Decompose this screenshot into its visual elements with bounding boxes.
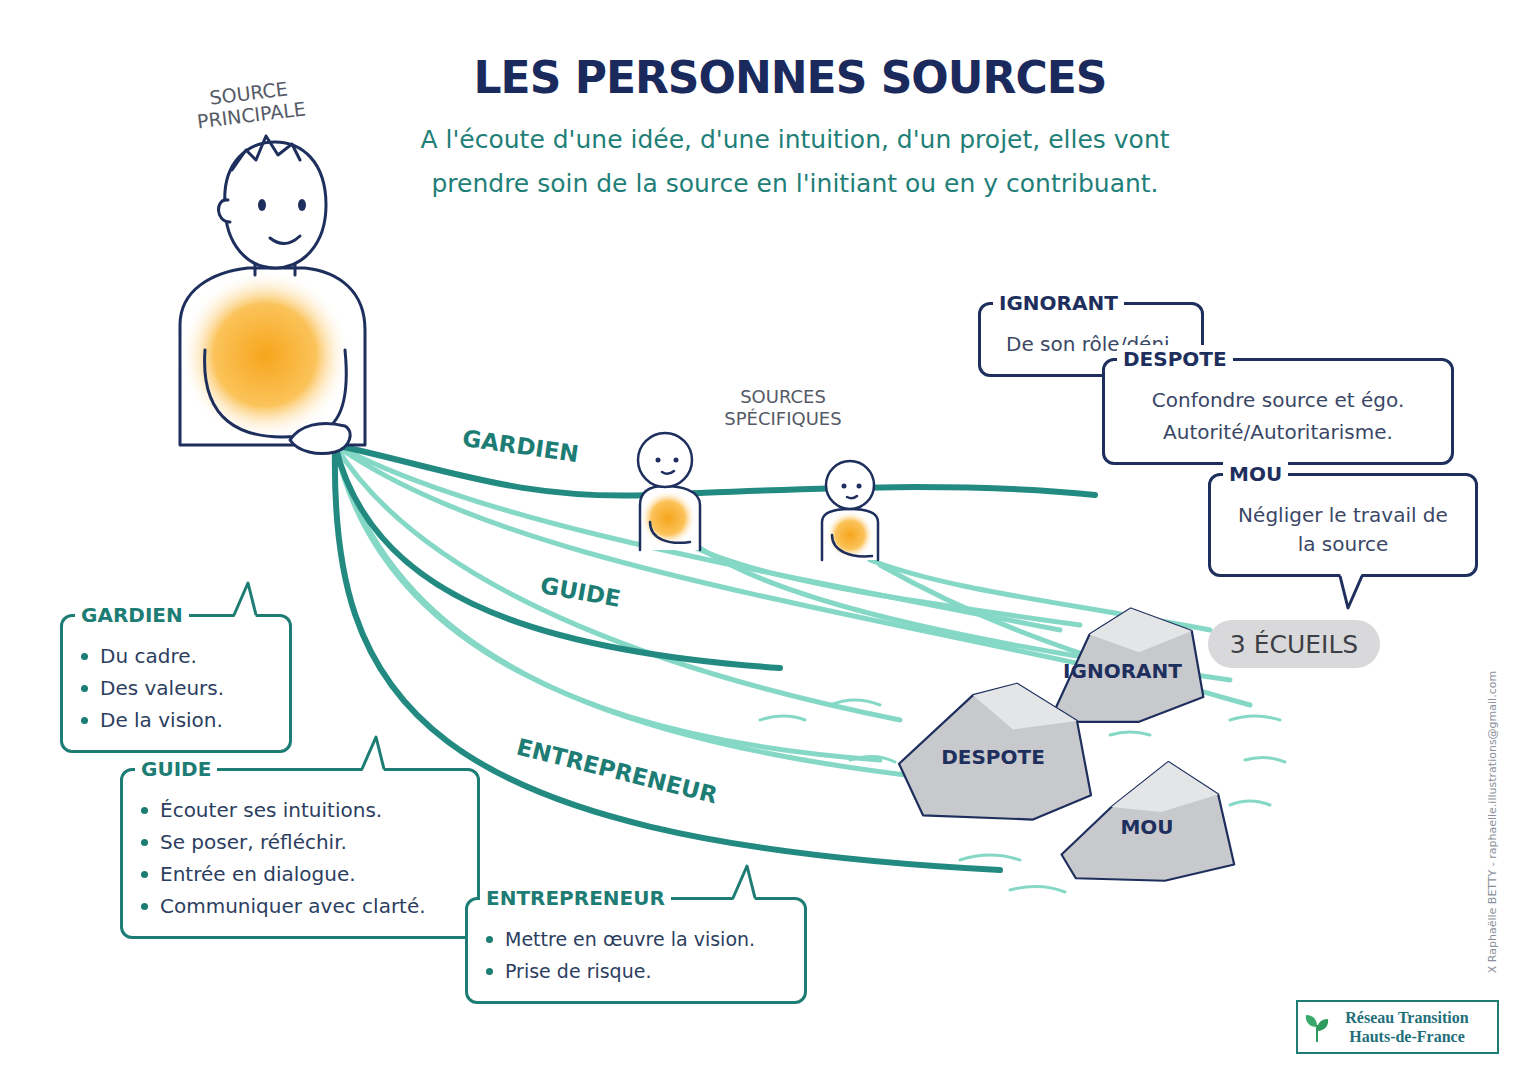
- bullet: [81, 685, 88, 692]
- box-text: Autorité/Autoritarisme.: [1163, 418, 1393, 447]
- callout-tail: [1337, 574, 1367, 610]
- bullet: [141, 903, 148, 910]
- stream-label: GARDIEN: [457, 423, 585, 469]
- box-line: Autorité/Autoritarisme.: [1121, 418, 1435, 447]
- callout-tail: [231, 581, 261, 617]
- box-text: Confondre source et égo.: [1152, 386, 1405, 415]
- rock-shape: MOU: [1058, 757, 1236, 882]
- box-line: Écouter ses intuitions.: [139, 796, 461, 825]
- main-person: [180, 136, 365, 454]
- bullet: [141, 839, 148, 846]
- box-line: Négliger le travail de la source: [1227, 501, 1459, 559]
- subtitle: A l'écoute d'une idée, d'une intuition, …: [395, 118, 1195, 206]
- box-line: Du cadre.: [79, 642, 273, 671]
- box-text: Communiquer avec clarté.: [160, 892, 426, 921]
- box-text: Mettre en œuvre la vision.: [505, 925, 755, 954]
- leaf-icon: [1304, 1013, 1330, 1043]
- box-heading: IGNORANT: [993, 289, 1124, 317]
- callout-box: GUIDEÉcouter ses intuitions.Se poser, ré…: [120, 768, 480, 939]
- box-line: Confondre source et égo.: [1121, 386, 1435, 415]
- box-heading: GUIDE: [135, 755, 217, 783]
- title: LES PERSONNES SOURCES: [380, 52, 1200, 103]
- box-heading: GARDIEN: [75, 601, 189, 629]
- box-text: Du cadre.: [100, 642, 197, 671]
- stream-label: GUIDE: [534, 570, 627, 614]
- logo-text: Réseau Transition Hauts-de-France: [1332, 1008, 1482, 1046]
- water-strands: [335, 445, 1250, 790]
- box-text: Se poser, réfléchir.: [160, 828, 347, 857]
- logo-box: Réseau Transition Hauts-de-France: [1296, 1000, 1499, 1054]
- box-line: Mettre en œuvre la vision.: [484, 925, 788, 954]
- box-heading: ENTREPRENEUR: [480, 884, 671, 912]
- box-text: Écouter ses intuitions.: [160, 796, 382, 825]
- bullet: [141, 871, 148, 878]
- box-heading: MOU: [1223, 460, 1288, 488]
- pill-text: 3 ÉCUEILS: [1230, 630, 1358, 659]
- bullet: [141, 807, 148, 814]
- source-label: SOURCES SPÉCIFIQUES: [683, 386, 883, 430]
- box-line: Prise de risque.: [484, 957, 788, 986]
- small-persons: [638, 433, 878, 560]
- bullet: [486, 968, 493, 975]
- box-line: De la vision.: [79, 706, 273, 735]
- callout-box: MOUNégliger le travail de la source: [1208, 473, 1478, 577]
- callout-box: DESPOTEConfondre source et égo.Autorité/…: [1102, 358, 1454, 465]
- bullet: [486, 936, 493, 943]
- box-text: Des valeurs.: [100, 674, 224, 703]
- box-line: Entrée en dialogue.: [139, 860, 461, 889]
- box-text: Négliger le travail de la source: [1227, 501, 1459, 559]
- box-text: Entrée en dialogue.: [160, 860, 356, 889]
- rock-label: DESPOTE: [941, 745, 1045, 769]
- source-label: SOURCE PRINCIPALE: [168, 72, 332, 135]
- rock-shape: DESPOTE: [893, 678, 1093, 821]
- bullet: [81, 653, 88, 660]
- box-line: Se poser, réfléchir.: [139, 828, 461, 857]
- callout-box: ENTREPRENEURMettre en œuvre la vision.Pr…: [465, 897, 807, 1004]
- rock-shape: IGNORANT: [1040, 605, 1205, 723]
- watermark: X Raphaëlle BETTY - raphaelle.illustrati…: [1486, 517, 1500, 1080]
- stream-label: ENTREPRENEUR: [510, 732, 724, 812]
- callout-tail: [730, 864, 760, 900]
- callout-tail: [359, 735, 389, 771]
- bullet: [81, 717, 88, 724]
- box-text: Prise de risque.: [505, 957, 651, 986]
- callout-box: GARDIENDu cadre.Des valeurs.De la vision…: [60, 614, 292, 753]
- box-line: Communiquer avec clarté.: [139, 892, 461, 921]
- rock-label: MOU: [1120, 815, 1173, 839]
- rock-label: IGNORANT: [1063, 659, 1182, 683]
- box-heading: DESPOTE: [1117, 345, 1233, 373]
- pill-label: 3 ÉCUEILS: [1208, 620, 1380, 668]
- box-line: Des valeurs.: [79, 674, 273, 703]
- box-text: De la vision.: [100, 706, 223, 735]
